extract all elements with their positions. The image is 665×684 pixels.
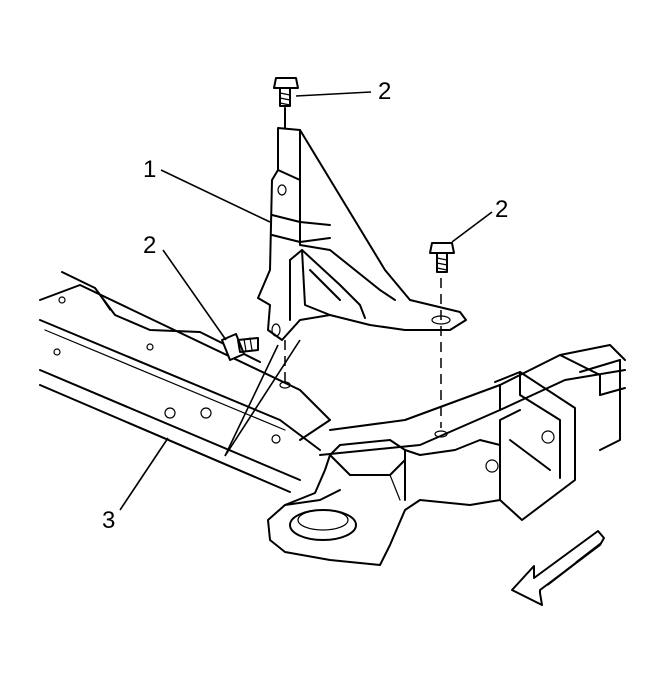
callout-2-right: 2	[495, 196, 508, 223]
body-mount	[267, 439, 501, 566]
bolt-left	[221, 333, 259, 361]
crossmember	[319, 344, 626, 456]
callout-1: 1	[143, 156, 156, 183]
callout-3: 3	[102, 507, 115, 534]
arrow-icon	[511, 530, 605, 606]
bolt-top	[273, 77, 299, 129]
callout-2-top: 2	[378, 78, 391, 105]
crossmember-box	[485, 371, 576, 521]
bolt-right	[429, 242, 455, 273]
leader-lines	[119, 91, 493, 511]
frame-rail	[39, 271, 331, 493]
callout-2-left: 2	[143, 232, 156, 259]
bracket	[257, 127, 467, 341]
